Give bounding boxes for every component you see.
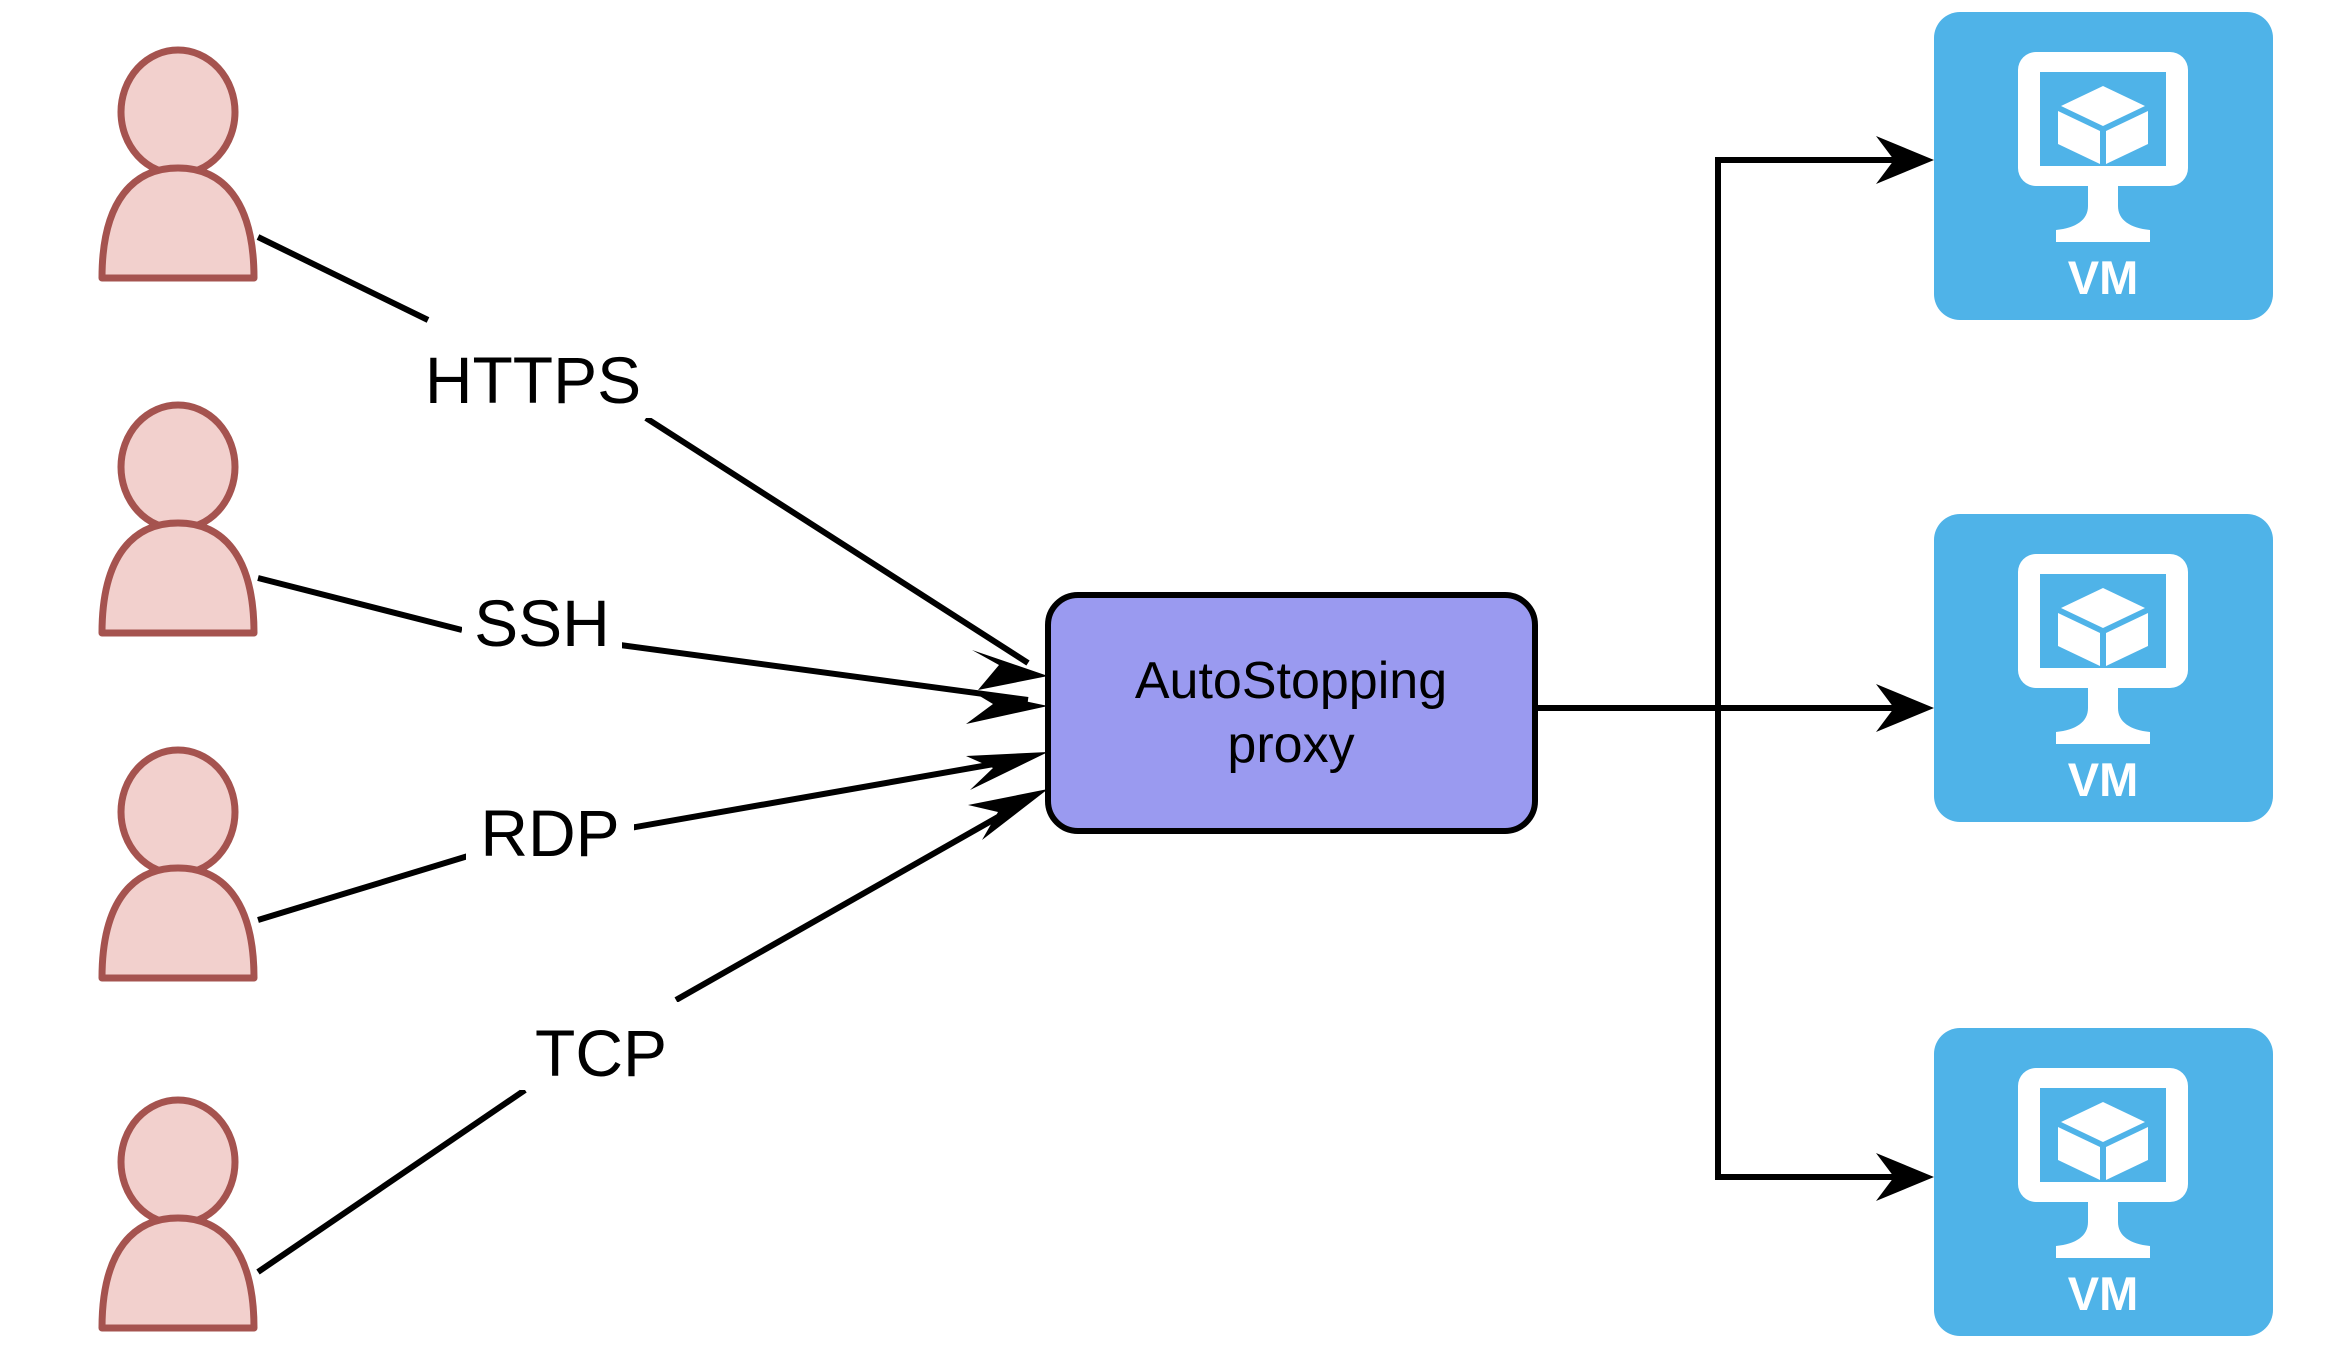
- proxy-label-line2: proxy: [1227, 716, 1354, 774]
- edge-tcp-line-2: [674, 797, 1030, 1003]
- edges-proxy-to-vms: [1535, 136, 1934, 1201]
- edge-rdp-line-2: [629, 755, 1029, 831]
- vm-3-label: VM: [2068, 1267, 2139, 1320]
- edges-actors-to-proxy: [256, 234, 1048, 1275]
- edge-label-tcp: TCP: [520, 1002, 682, 1090]
- vm-2[interactable]: VM: [1934, 514, 2273, 822]
- edge-rdp-arrowhead: [966, 752, 1048, 790]
- edge-label-rdp-text: RDP: [480, 796, 619, 870]
- edge-rdp-line: [257, 853, 469, 923]
- edge-tcp-line: [256, 1087, 527, 1275]
- edge-https-line: [256, 234, 430, 323]
- edge-vm2-arrowhead: [1876, 684, 1934, 732]
- edge-tcp-arrowhead: [968, 789, 1048, 840]
- actor-3[interactable]: [102, 750, 254, 978]
- actor-1[interactable]: [102, 50, 254, 278]
- vm-1[interactable]: VM: [1934, 12, 2273, 320]
- edge-label-https: HTTPS: [415, 330, 655, 418]
- edge-label-https-text: HTTPS: [425, 343, 641, 417]
- autostopping-proxy-node[interactable]: AutoStopping proxy: [1045, 592, 1538, 834]
- edge-label-rdp: RDP: [466, 782, 634, 870]
- edge-label-tcp-text: TCP: [535, 1016, 667, 1090]
- edge-ssh-line-2: [619, 642, 1029, 703]
- edge-ssh-line: [257, 575, 463, 633]
- proxy-box-rect[interactable]: [1045, 592, 1538, 834]
- vm-2-label: VM: [2068, 753, 2139, 806]
- actor-4[interactable]: [102, 1100, 254, 1328]
- edge-vm3-arrowhead: [1876, 1153, 1934, 1201]
- edge-https-line-2: [644, 415, 1030, 666]
- edge-vm1-arrowhead: [1876, 136, 1934, 184]
- vm-3[interactable]: VM: [1934, 1028, 2273, 1336]
- vm-1-label: VM: [2068, 251, 2139, 304]
- edge-ssh-arrowhead: [966, 689, 1048, 724]
- edge-https-arrowhead: [972, 650, 1048, 690]
- proxy-label-line1: AutoStopping: [1135, 652, 1447, 710]
- actor-2[interactable]: [102, 405, 254, 633]
- edge-label-ssh: SSH: [462, 572, 622, 660]
- edge-label-ssh-text: SSH: [474, 586, 610, 660]
